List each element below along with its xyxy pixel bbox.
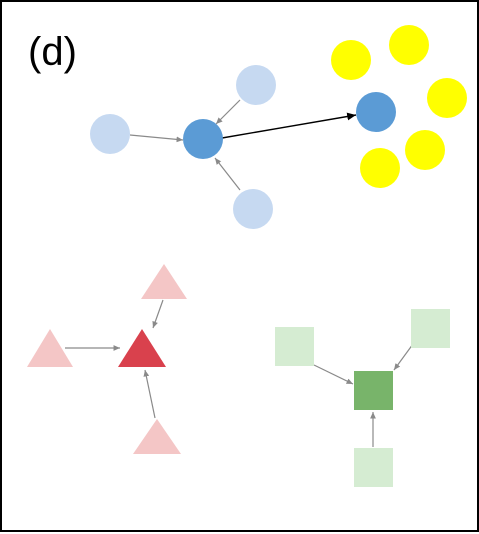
edge-green-left-to-hub <box>313 364 354 385</box>
green-leaf-node-bottom <box>354 448 393 487</box>
green-leaf-node-left <box>275 327 314 366</box>
yellow-node-3 <box>427 78 467 118</box>
edge-blue-left-to-hub <box>129 134 184 143</box>
yellow-node-2 <box>389 25 429 65</box>
red-leaf-node-top <box>141 264 187 299</box>
edge-blue-top-to-hub <box>215 99 241 125</box>
cluster-hub-node <box>356 92 396 132</box>
blue-leaf-node-bottom <box>233 189 273 229</box>
red-triangle-group <box>27 264 187 454</box>
red-hub-node <box>118 329 166 367</box>
yellow-node-4 <box>405 130 445 170</box>
green-square-group <box>275 309 450 487</box>
edge-green-right-to-hub <box>393 343 414 371</box>
panel-label: (d) <box>28 30 77 74</box>
edge-red-bottom-to-hub <box>143 369 156 419</box>
blue-hub-node <box>183 119 223 159</box>
green-leaf-node-right <box>411 309 450 348</box>
red-leaf-node-left <box>27 329 73 367</box>
edge-blue-hub-to-cluster-hub <box>221 112 357 139</box>
green-hub-node <box>354 371 393 410</box>
red-leaf-node-bottom <box>133 419 181 454</box>
yellow-node-1 <box>331 40 371 80</box>
blue-circle-group <box>90 65 357 229</box>
yellow-cluster-group <box>331 25 467 188</box>
blue-leaf-node-left <box>90 114 130 154</box>
edge-blue-bottom-to-hub <box>214 157 241 191</box>
blue-leaf-node-top <box>236 65 276 105</box>
yellow-node-5 <box>360 148 400 188</box>
edge-red-top-to-hub <box>152 299 164 329</box>
